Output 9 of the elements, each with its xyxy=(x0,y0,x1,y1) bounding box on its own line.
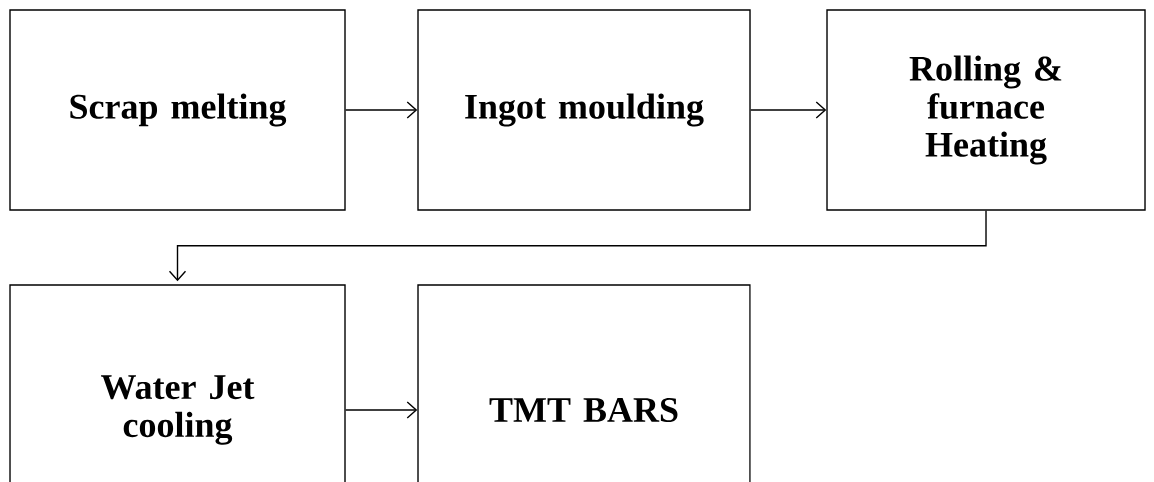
process-box: TMT BARS xyxy=(417,284,751,482)
arrow xyxy=(168,210,987,282)
process-box: Scrap melting xyxy=(9,9,346,211)
process-box: Ingot moulding xyxy=(417,9,751,211)
arrow xyxy=(750,101,827,119)
process-box: Water Jet cooling xyxy=(9,284,346,482)
process-box: Rolling & furnace Heating xyxy=(826,9,1146,211)
arrow xyxy=(345,101,418,119)
arrow xyxy=(345,401,418,419)
